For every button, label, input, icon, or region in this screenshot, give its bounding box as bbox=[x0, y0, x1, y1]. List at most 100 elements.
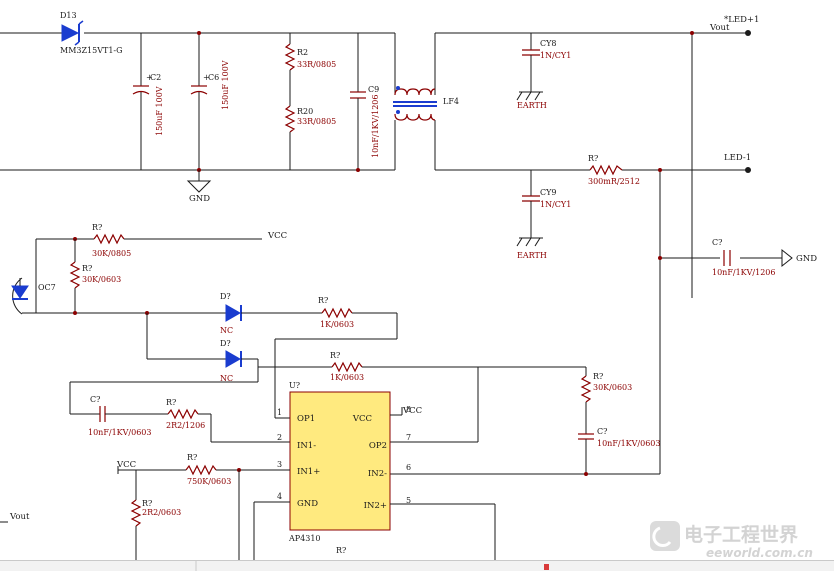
resistor-sense: R? 300mR/2512 bbox=[588, 154, 640, 186]
cy9-ref: CY9 bbox=[540, 188, 557, 197]
r-sense-value: 300mR/2512 bbox=[588, 177, 640, 186]
r2-value: 33R/0805 bbox=[297, 60, 336, 69]
vout-label: Vout bbox=[709, 23, 730, 33]
u-ref: U? bbox=[289, 381, 300, 390]
r-oc-ref: R? bbox=[82, 264, 92, 273]
r-2r2-a-ref: R? bbox=[166, 398, 176, 407]
r-vcc-ref: R? bbox=[92, 223, 102, 232]
c-fb-value: 10nF/1KV/0603 bbox=[88, 428, 151, 437]
c-fb-ref: C? bbox=[90, 395, 100, 404]
r-2r2-b-ref: R? bbox=[142, 499, 152, 508]
pin-6-num: 6 bbox=[406, 463, 411, 472]
watermark-en: eeworld.com.cn bbox=[706, 546, 813, 560]
d-b-ref: D? bbox=[220, 339, 231, 348]
feedback-network-2: R? 30K/0603 C? 10nF/1KV/0603 bbox=[390, 367, 660, 476]
pin-7-num: 7 bbox=[406, 433, 411, 442]
pin-3-name: IN1+ bbox=[297, 467, 320, 477]
capacitor-cy8: CY8 1N/CY1 EARTH bbox=[516, 33, 571, 110]
r-750k-value: 750K/0603 bbox=[187, 477, 231, 486]
c6-ref: C6 bbox=[208, 73, 219, 82]
c2-value: 150uF 100V bbox=[155, 86, 164, 136]
feedback-network-1: C? 10nF/1KV/0603 R? 2R2/1206 bbox=[69, 367, 290, 443]
c-fb2-value: 10nF/1KV/0603 bbox=[597, 439, 660, 448]
d-b-value: NC bbox=[220, 374, 233, 383]
d13-value: MM3Z15VT1-G bbox=[60, 46, 123, 55]
resistor-vcc-30k: R? 30K/0805 VCC bbox=[36, 223, 287, 258]
optocoupler-oc7: OC7 bbox=[11, 239, 147, 315]
c6-value: 150uF 100V bbox=[221, 60, 230, 110]
r-sense-ref: R? bbox=[588, 154, 598, 163]
r-2r2-b-value: 2R2/0603 bbox=[142, 508, 181, 517]
in1-plus-network: VCC R? 750K/0603 R? 2R2/0603 Vout bbox=[0, 453, 290, 571]
eeworld-watermark: 电子工程世界 eeworld.com.cn bbox=[650, 521, 813, 560]
pin-8-name: VCC bbox=[352, 414, 372, 424]
zener-diode-d13: D13 MM3Z15VT1-G bbox=[60, 11, 123, 55]
d13-ref: D13 bbox=[60, 11, 77, 20]
pin-8-num: 8 bbox=[406, 405, 411, 414]
c-fb2-ref: C? bbox=[597, 427, 607, 436]
lf4-ref: LF4 bbox=[443, 97, 459, 106]
c9-value: 10nF/1KV/1206 bbox=[371, 95, 380, 158]
pin-3-num: 3 bbox=[277, 460, 282, 469]
u-part: AP4310 bbox=[288, 534, 321, 543]
capacitor-c9: C9 10nF/1KV/1206 bbox=[350, 33, 380, 172]
led-minus-label: LED-1 bbox=[724, 153, 751, 163]
cy8-ref: CY8 bbox=[540, 39, 557, 48]
vcc-top-label: VCC bbox=[267, 231, 287, 241]
common-mode-choke-lf4: LF4 bbox=[393, 86, 459, 121]
r-30k-b-value: 30K/0603 bbox=[593, 383, 632, 392]
r-1k-b-value: 1K/0603 bbox=[330, 373, 364, 382]
r-1k-a-value: 1K/0603 bbox=[320, 320, 354, 329]
r-2r2-a-value: 2R2/1206 bbox=[166, 421, 205, 430]
gnd-right-label: GND bbox=[796, 254, 817, 264]
led-plus-label: *LED+1 bbox=[724, 15, 759, 25]
r-1k-b-ref: R? bbox=[330, 351, 340, 360]
r20-ref: R20 bbox=[297, 107, 313, 116]
d-a-ref: D? bbox=[220, 292, 231, 301]
gnd-left-label: GND bbox=[189, 194, 210, 204]
d-a-value: NC bbox=[220, 326, 233, 335]
resistor-r20: R20 33R/0805 bbox=[284, 105, 336, 170]
c2-ref: C2 bbox=[150, 73, 161, 82]
c9-ref: C9 bbox=[368, 85, 379, 94]
pin-5-name: IN2+ bbox=[364, 501, 387, 511]
resistor-1k-a: R? 1K/0603 bbox=[274, 296, 398, 419]
vcc-ic-label: VCC bbox=[402, 406, 422, 416]
oc7-ref: OC7 bbox=[38, 283, 56, 292]
ic-ap4310: U? AP4310 1 2 3 4 OP1 IN1- IN1+ GND 8 7 … bbox=[277, 381, 422, 543]
r-750k-ref: R? bbox=[187, 453, 197, 462]
pin-1-name: OP1 bbox=[297, 414, 315, 424]
pin-7-name: OP2 bbox=[369, 441, 387, 451]
capacitor-c6: + C6 150uF 100V bbox=[190, 31, 230, 172]
vcc-left-label: VCC bbox=[116, 460, 136, 470]
resistor-r2: R2 33R/0805 bbox=[284, 33, 336, 106]
r20-value: 33R/0805 bbox=[297, 117, 336, 126]
r-vcc-value: 30K/0805 bbox=[92, 249, 131, 258]
cy8-value: 1N/CY1 bbox=[540, 51, 571, 60]
pin-6-name: IN2- bbox=[368, 469, 387, 479]
c2-plus: + bbox=[146, 73, 153, 82]
pin-2-num: 2 bbox=[277, 433, 282, 442]
output-ports: Vout *LED+1 LED-1 bbox=[658, 15, 759, 260]
pin-1-num: 1 bbox=[277, 408, 282, 417]
c-gnd-ref: C? bbox=[712, 238, 722, 247]
c-gnd-value: 10nF/1KV/1206 bbox=[712, 268, 775, 277]
capacitor-c2: + C2 150uF 100V bbox=[132, 33, 164, 170]
resistor-1k-b: R? 1K/0603 bbox=[330, 351, 586, 443]
resistor-oc-30k: R? 30K/0603 bbox=[69, 239, 121, 313]
vout-left-label: Vout bbox=[9, 512, 30, 522]
diode-b: D? NC bbox=[146, 313, 332, 383]
lower-wires: R? bbox=[253, 501, 496, 571]
c6-plus: + bbox=[203, 73, 210, 82]
r-bottom-ref: R? bbox=[336, 546, 346, 555]
r-1k-a-ref: R? bbox=[318, 296, 328, 305]
bottom-strip bbox=[0, 560, 834, 571]
cy9-value: 1N/CY1 bbox=[540, 200, 571, 209]
capacitor-gnd-right: C? 10nF/1KV/1206 GND bbox=[712, 238, 817, 277]
watermark-cn: 电子工程世界 bbox=[684, 523, 798, 546]
earth2-label: EARTH bbox=[517, 251, 547, 260]
pin-4-num: 4 bbox=[277, 492, 282, 501]
r-30k-b-ref: R? bbox=[593, 372, 603, 381]
pin-5-num: 5 bbox=[406, 496, 411, 505]
